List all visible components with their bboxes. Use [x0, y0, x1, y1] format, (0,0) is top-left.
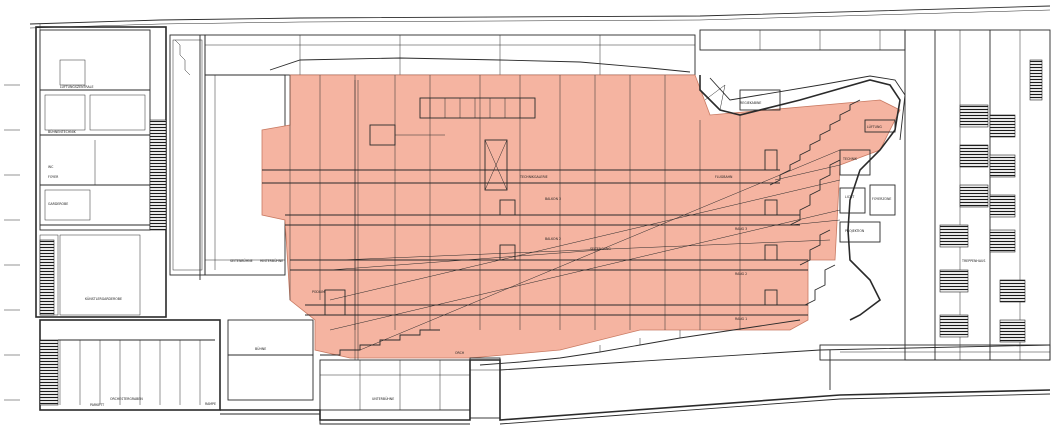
left-stairwell	[39, 119, 167, 316]
lower-stage-basement: ORCHESTERGRABEN BÜHNE UNTERBÜHNE PARKETT…	[39, 319, 1051, 425]
label-stair: TREPPENHAUS	[961, 259, 985, 263]
label-right-box-2: TECHNIK	[842, 157, 858, 161]
label-tier-3: RANG 3	[735, 227, 747, 231]
auditorium-volume	[261, 74, 901, 359]
label-tier-top: TECHNIKGALERIE	[519, 175, 548, 179]
right-curved-foyer: REGIEKABINE LÜFTUNG TECHNIK LICHT PROJEK…	[699, 75, 906, 321]
left-service-wing: LÜFTUNGSZENTRALE BÜHNENTECHNIK WC FOYER …	[35, 26, 167, 318]
roof-outline	[29, 5, 1051, 30]
label-right-box-3: LICHT	[845, 195, 854, 199]
label-tier-2: RANG 2	[735, 272, 747, 276]
label-gallery-right: FLUGBAHN	[715, 175, 733, 179]
label-room-left-3: WC	[48, 165, 54, 169]
label-room-left-5: GARDEROBE	[48, 202, 68, 206]
label-right-box-1: LÜFTUNG	[867, 124, 882, 129]
fly-tower-top	[204, 34, 696, 76]
label-stage-floor: BÜHNE	[255, 346, 266, 351]
label-room-left-2: BÜHNENTECHNIK	[48, 129, 77, 134]
parquet-seating-rake	[320, 319, 801, 366]
right-stepped-stairs	[769, 99, 861, 306]
right-stair-flights: TREPPENHAUS	[939, 59, 1043, 343]
label-right-box-4: PROJEKTION	[845, 229, 865, 233]
label-podium: PODIUM	[312, 290, 325, 294]
label-orch-pit: ORCH	[455, 351, 465, 355]
label-lower-stage: UNTERBÜHNE	[372, 396, 394, 401]
label-side-stage-1: SEITENBÜHNE	[230, 258, 253, 263]
label-orchestra: ORCHESTERGRABEN	[110, 397, 143, 401]
label-balcony-3: BALKON 3	[545, 197, 561, 201]
label-parquet: PARKETT	[90, 403, 104, 407]
label-left-lower: KÜNSTLERGARDEROBE	[85, 296, 122, 301]
label-ramp: RAMPE	[205, 402, 216, 406]
auditorium-grid: TECHNIKGALERIE FLUGBAHN BALKON 3 RANG 3 …	[262, 75, 841, 360]
label-room-left-4: FOYER	[48, 175, 59, 179]
level-markers	[4, 84, 20, 401]
label-tech-room: REGIEKABINE	[740, 101, 761, 105]
label-right-box-5: FOYERZONE	[872, 197, 891, 201]
label-side-stage-2: HINTERBÜHNE	[260, 258, 283, 263]
label-deck: SEITENGANG	[590, 247, 611, 251]
label-balcony-2: BALKON 2	[545, 237, 561, 241]
label-tier-1: RANG 1	[735, 317, 747, 321]
left-structure: SEITENBÜHNE HINTERBÜHNE	[169, 34, 286, 280]
label-room-left-1: LÜFTUNGSZENTRALE	[60, 84, 93, 89]
